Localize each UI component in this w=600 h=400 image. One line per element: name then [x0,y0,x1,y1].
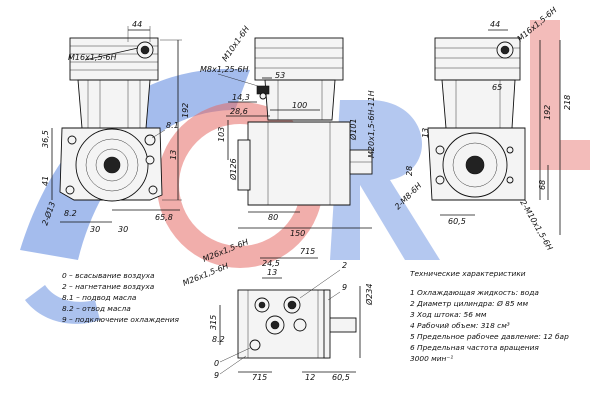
front-dim-13: 13 [169,150,178,160]
top-dim-12: 12 [305,373,315,382]
front-dim-30-a: 30 [90,225,100,234]
spec-item: 3 Ход штока: 56 мм [410,310,487,319]
top-shaft [327,317,357,333]
tech-specs: Технические характеристики 1 Охлаждающая… [410,269,569,363]
top-dim-13: 13 [267,268,277,277]
top-dim-60-5: 60,5 [332,373,350,382]
side-flange [237,139,251,191]
legend-item: 2 – нагнетание воздуха [62,282,155,291]
legend-item: 8.1 – подвод масла [62,293,137,302]
front-dim-65-8: 65,8 [155,213,173,222]
top-port-4 [293,318,307,332]
top-dim-m26-b: М26х1,5-6Н [181,261,229,288]
side-dim-14-3: 14,3 [232,93,250,102]
right-dim-44: 44 [490,20,500,29]
spec-item: 5 Предельное рабочее давление: 12 бар [410,332,569,341]
side-dim-m10: М10х1-6Н [220,24,251,63]
front-dim-port-8-1: 8.1 [166,121,179,130]
right-dim-60-5: 60,5 [448,217,466,226]
top-dim-port-9-b: 9 [214,371,219,380]
top-dim-715-bottom: 715 [252,373,267,382]
watermark-blue-stroke [25,285,100,324]
specs-title: Технические характеристики [410,269,526,278]
front-cylinder [77,79,151,129]
top-dim-24-5: 24,5 [262,259,280,268]
side-dim-d126: Ø126 [228,158,238,181]
right-dim-68: 68 [538,180,547,190]
side-view: М10х1-6Н М8х1,25-6Н 53 14,3 28,6 100 103… [200,24,376,238]
right-dim-m10: 2-М10х1,5-6Н [518,199,554,252]
top-dim-715-top: 715 [300,247,315,256]
side-cylinder [264,79,336,121]
top-dim-315: 315 [209,315,218,330]
right-cylinder [441,79,516,129]
front-view: 44 М16х1,5-6Н 192 36,5 41 8.1 13 8.2 2-Ø… [39,20,190,234]
side-crankcase [247,121,351,206]
side-dim-m20: М20х1,5-6Н-11Н [367,90,376,158]
right-dim-218: 218 [563,95,572,110]
front-dim-30-b: 30 [118,225,128,234]
side-dim-80: 80 [268,213,278,222]
right-dim-28: 28 [405,166,414,176]
legend-item: 8.2 – отвод масла [62,304,131,313]
spec-item: 3000 мин⁻¹ [410,354,453,363]
spec-item: 1 Охлаждающая жидкость: вода [410,288,539,297]
port-legend: 0 – всасывание воздуха 2 – нагнетание во… [62,271,180,324]
spec-item: 4 Рабочий объем: 318 см³ [410,321,510,330]
front-dim-41: 41 [41,176,50,186]
legend-item: 9 – подключение охлаждения [62,315,180,324]
watermark-blue-r [330,100,440,260]
side-head [254,37,344,81]
right-dim-13: 13 [421,128,430,138]
watermark-blue-swoosh [20,68,250,260]
side-dim-m8: М8х1,25-6Н [200,65,249,74]
front-dim-thread: М16х1,5-6Н [68,53,117,62]
front-dim-192: 192 [181,103,190,118]
side-dim-28-6: 28,6 [230,107,248,116]
side-dim-53: 53 [275,71,285,80]
top-dim-port-9-a: 9 [342,283,347,292]
side-dim-100: 100 [292,101,307,110]
front-dim-44: 44 [132,20,142,29]
top-dim-port-2: 2 [342,261,347,270]
front-dim-36-5: 36,5 [41,130,50,148]
right-shaft [465,155,485,175]
side-dim-d101: Ø101 [348,118,358,141]
top-dim-port-8-2: 8.2 [212,335,225,344]
front-dim-port-8-2: 8.2 [64,209,77,218]
right-head [434,37,521,81]
top-dim-d234: Ø234 [364,283,374,306]
legend-item: 0 – всасывание воздуха [62,271,155,280]
spec-item: 2 Диаметр цилиндра: Ø 85 мм [410,299,528,308]
spec-item: 6 Предельная частота вращения [410,343,539,352]
side-dim-150: 150 [290,229,305,238]
right-dim-65: 65 [492,83,502,92]
side-dim-103: 103 [217,127,226,142]
top-dim-port-0: 0 [214,359,219,368]
front-shaft [103,156,121,174]
right-dim-192: 192 [543,105,552,120]
